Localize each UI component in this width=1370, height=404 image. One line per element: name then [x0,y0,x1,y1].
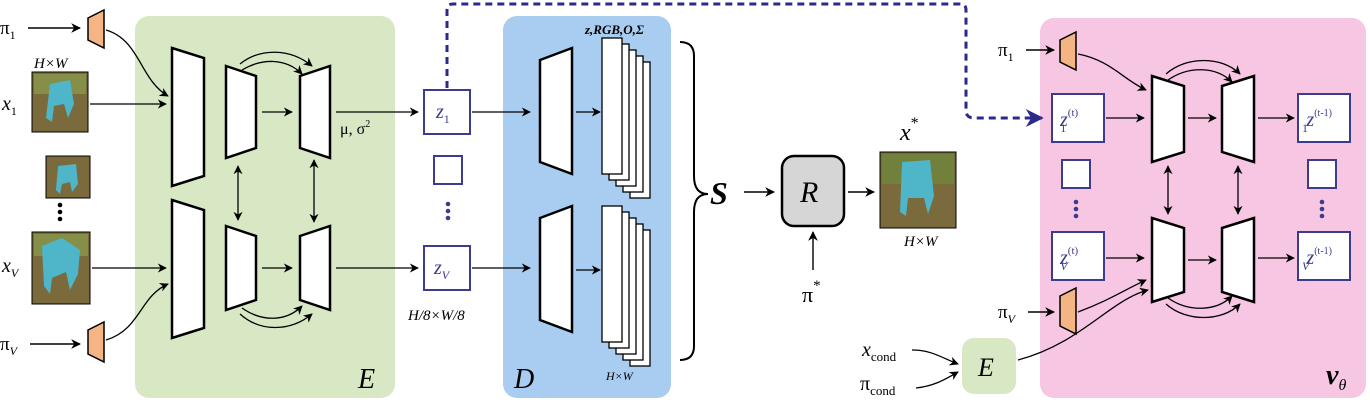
z-1-label: z1 [435,101,450,126]
zt-1-label: z(t)1 [1059,107,1079,135]
feature-maps-top [601,37,651,199]
den-pose-block-pi-1 [1059,30,1077,72]
pi-cond-label: πcond [860,373,896,398]
zt1-V-label: z(t-1)V [1302,246,1332,273]
arrow-piV-to-encoder [105,283,169,341]
input-photo-xV [31,231,91,305]
pi-V-label: πV [0,334,19,358]
latent-box-z1 [423,89,471,135]
dashed-arrow-to-denoiser [445,2,1044,127]
decoder-bottom [538,204,574,334]
den-pi-1-label: π1 [998,40,1014,64]
set-brace [679,41,709,361]
cond-encoder-block [962,338,1016,394]
output-resolution-label: H×W [903,234,939,250]
pose-block-pi-V [87,320,105,364]
arrow-pi1-to-encoder [105,29,169,97]
decoder-label: D [513,364,534,395]
denoiser-bottom-row [1150,216,1256,304]
input-resolution-label: H×W [33,56,69,72]
den-pose-block-pi-V [1059,286,1077,336]
feature-maps-bottom [601,205,651,367]
den-latent-ellipsis [1073,199,1079,219]
arrow-E-to-denoiser [1017,287,1149,361]
target-image-label: x* [899,115,919,146]
latent-box-zV [423,245,471,291]
den-arrow-pi1 [1077,53,1147,91]
encoder-top-row [170,46,332,188]
pose-block-pi-1 [87,8,105,50]
arrow-xcond-to-E [911,349,959,366]
den-arrow-piV [1077,279,1147,313]
x-V-label: xV [1,255,20,280]
encoder-bottom-row [170,198,332,340]
latent-resolution-label: H/8×W/8 [407,308,465,324]
renderer-block [780,154,846,228]
latent-box-zt1-V [1297,231,1351,281]
target-pose-label: π* [802,278,821,307]
latent-box-middle [433,155,463,185]
z-V-label: zV [433,257,451,282]
x-cond-label: xcond [861,339,897,364]
input-ellipsis [57,202,63,222]
latent-box-den-out-middle [1307,159,1337,189]
latent-box-zt-1 [1051,93,1105,143]
latent-ellipsis [445,201,451,221]
den-pi-V-label: πV [998,302,1017,326]
encoder-label: E [357,364,375,395]
x-1-label: x1 [1,93,17,118]
pi-1-label: π1 [0,18,16,42]
denoiser-top-row [1150,74,1256,164]
encoder-internal-arrows [233,51,319,329]
zt1-1-label: z(t-1)1 [1302,108,1332,135]
input-photo-x1 [31,71,89,133]
denoiser-panel [1040,18,1366,398]
mu-sigma-label: μ, σ2 [340,119,370,138]
decoder-resolution-label: H×W [605,369,634,383]
set-S-label: S [710,175,728,211]
den-out-ellipsis [1319,199,1325,219]
output-channels-label: z,RGB,O,Σ [584,22,644,37]
decoder-top [538,46,574,176]
arrow-picond-to-E [915,371,959,389]
denoiser-internal-arrows [1163,59,1243,319]
latent-box-den-middle [1061,159,1091,189]
zt-V-label: z(t)V [1059,245,1079,273]
latent-box-zt-V [1051,231,1105,281]
velocity-label: vθ [1326,360,1346,394]
latent-box-zt1-1 [1297,93,1351,143]
cond-encoder-label: E [977,353,994,382]
output-image [879,151,957,229]
input-photo-small [45,155,91,199]
renderer-label: R [799,176,818,209]
